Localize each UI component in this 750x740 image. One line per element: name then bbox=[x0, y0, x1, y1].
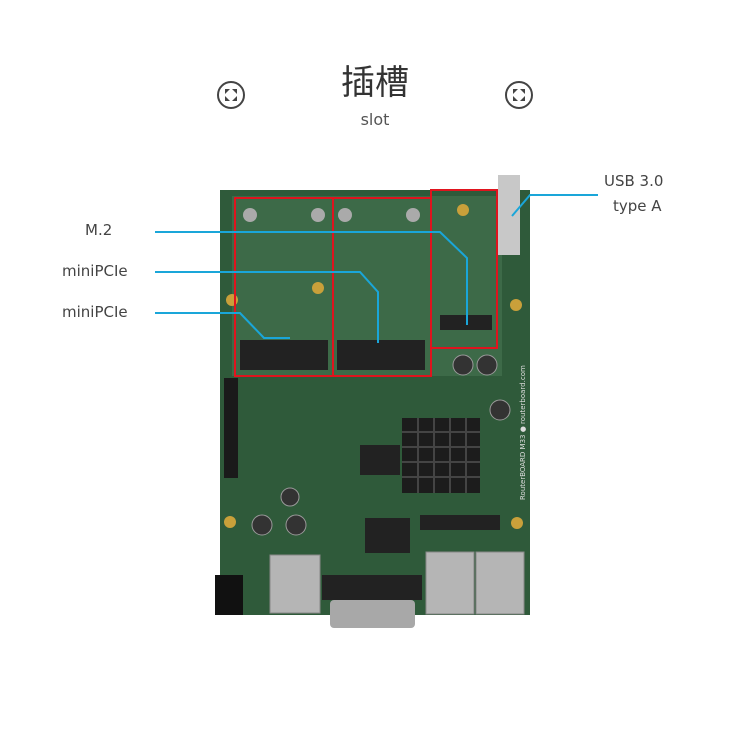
usb-port bbox=[498, 175, 520, 255]
heatsink-fins bbox=[402, 418, 480, 493]
slot-highlights bbox=[234, 189, 498, 377]
expand-arrows-icon bbox=[217, 81, 245, 109]
minipcie-connector-1 bbox=[240, 340, 328, 370]
pin-header bbox=[224, 378, 238, 478]
db9-connector bbox=[330, 600, 415, 628]
ethernet-port-3 bbox=[475, 551, 525, 615]
callout-lines bbox=[155, 194, 598, 343]
power-jack bbox=[215, 575, 243, 615]
label-usb-line2: type A bbox=[613, 197, 662, 215]
label-usb-line1: USB 3.0 bbox=[604, 172, 664, 190]
chip-switch bbox=[420, 515, 500, 530]
ethernet-port-2 bbox=[425, 551, 475, 615]
heatsink bbox=[402, 418, 480, 493]
page-title: 插槽 bbox=[341, 63, 409, 103]
screw-posts bbox=[243, 208, 420, 222]
label-m2: M.2 bbox=[85, 221, 113, 239]
minipcie-connector-2 bbox=[337, 340, 425, 370]
page-subtitle: slot bbox=[360, 110, 390, 129]
expand-arrows-icon bbox=[505, 81, 533, 109]
chip-ethernet bbox=[365, 518, 410, 553]
label-minipcie-2: miniPCIe bbox=[62, 303, 128, 321]
board-silkscreen: RouterBOARD M33 ● routerboard.com bbox=[519, 365, 527, 500]
serial-port bbox=[322, 575, 422, 600]
ethernet-port-1 bbox=[269, 554, 321, 614]
label-minipcie-1: miniPCIe bbox=[62, 262, 128, 280]
capacitors bbox=[251, 354, 511, 536]
chip bbox=[360, 445, 400, 475]
